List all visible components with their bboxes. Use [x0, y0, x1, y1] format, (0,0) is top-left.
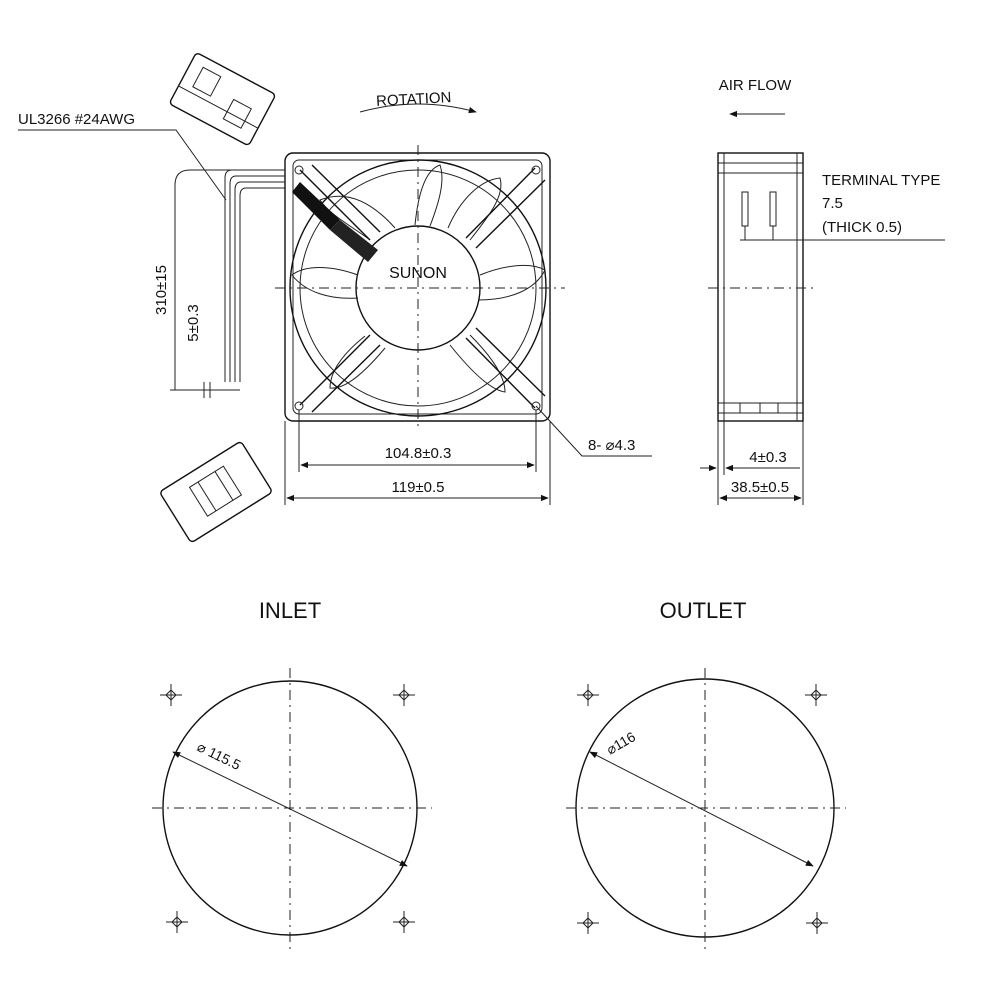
fan-blades	[291, 164, 546, 393]
side-frame-outline	[717, 152, 804, 422]
brand-label: SUNON	[389, 265, 447, 282]
outlet-title: OUTLET	[660, 598, 747, 623]
front-view: SUNON ROTATION UL3266 #24AWG 310±15 5±0.…	[18, 53, 652, 543]
flange-dimension: 4±0.3	[749, 449, 786, 466]
terminal-size-label: 7.5	[822, 195, 843, 212]
side-view: AIR FLOW TERMINAL TYPE 7.5 (THICK 0.5)	[700, 77, 945, 505]
lead-length-dimension: 310±15	[153, 265, 170, 315]
terminal-pins	[740, 191, 780, 241]
cable-sleeve-end	[330, 220, 378, 262]
cable-sleeve	[292, 182, 340, 230]
outlet-diameter-line	[589, 751, 814, 867]
mount-holes-label: 8- ⌀4.3	[588, 437, 635, 454]
inlet-mount-marks	[160, 684, 415, 933]
rotation-arrow	[359, 103, 477, 114]
outlet-view: OUTLET ⌀116	[566, 598, 846, 950]
terminal-type-label: TERMINAL TYPE	[822, 172, 940, 189]
outlet-diameter-label: ⌀116	[604, 728, 639, 757]
depth-dimension: 38.5±0.5	[731, 479, 789, 496]
air-flow-label: AIR FLOW	[719, 77, 792, 94]
inlet-title: INLET	[259, 598, 321, 623]
inlet-diameter-line	[172, 751, 408, 867]
connector-bottom	[160, 441, 272, 543]
rotation-label: ROTATION	[376, 89, 452, 110]
support-struts	[299, 164, 546, 413]
inlet-diameter-label: ⌀ 115.5	[195, 738, 244, 773]
outlet-mount-marks	[577, 684, 828, 934]
inlet-view: INLET ⌀ 115.5	[152, 598, 432, 950]
terminal-thick-label: (THICK 0.5)	[822, 219, 902, 236]
frame-width-dimension: 119±0.5	[392, 479, 445, 496]
cable-label: UL3266 #24AWG	[18, 111, 135, 128]
strip-length-dimension: 5±0.3	[185, 304, 202, 341]
hub-circle	[355, 225, 481, 351]
hole-spacing-dimension: 104.8±0.3	[385, 445, 452, 462]
lead-wires	[224, 169, 285, 382]
connector-top	[169, 53, 276, 146]
